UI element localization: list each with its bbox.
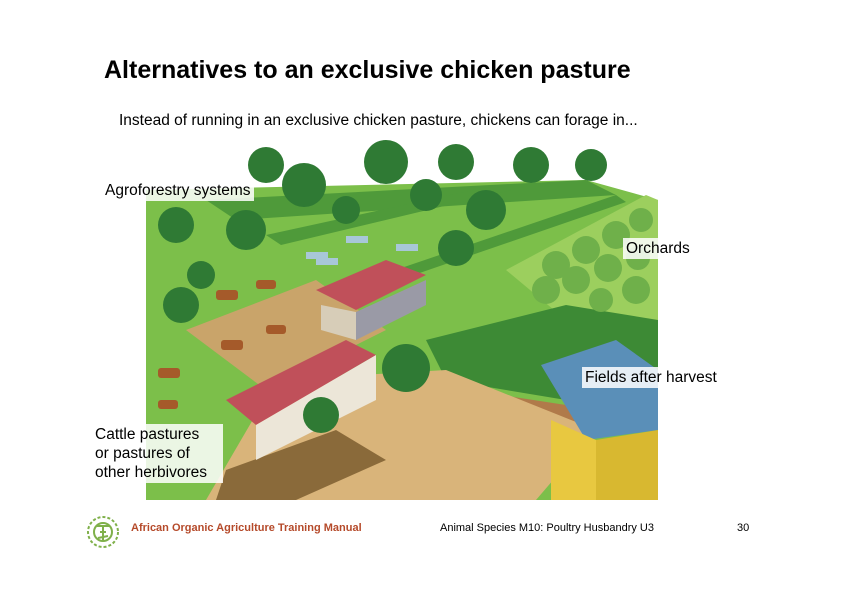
callout-orchards: Orchards (623, 238, 693, 259)
tree-group (158, 140, 607, 433)
callout-agroforestry: Agroforestry systems (102, 180, 254, 201)
callout-cattle-line: or pastures of (95, 445, 190, 462)
farmhouse-roof (541, 340, 658, 440)
callout-cattle-pastures: Cattle pastures or pastures of other her… (92, 424, 223, 483)
callout-cattle-line: Cattle pastures (95, 426, 200, 443)
barn-roof (226, 340, 376, 425)
slide-title: Alternatives to an exclusive chicken pas… (104, 56, 631, 84)
hedge-row (266, 185, 511, 245)
poultry-house-wall (321, 305, 356, 340)
cattle-paddock (186, 280, 386, 390)
footer-module: Animal Species M10: Poultry Husbandry U3 (440, 522, 654, 534)
farmhouse-wall (551, 420, 596, 500)
callout-fields-after-harvest: Fields after harvest (582, 367, 720, 388)
vegetable-garden (216, 430, 386, 500)
footer-manual-title: African Organic Agriculture Training Man… (131, 522, 362, 534)
water-troughs (306, 236, 418, 265)
cattle (158, 280, 286, 409)
farm-illustration (146, 140, 658, 500)
poultry-house-side (356, 280, 426, 340)
hedge-row (366, 195, 626, 288)
poultry-house-roof (316, 260, 426, 310)
farm-drawing (146, 140, 658, 500)
farmhouse-side (596, 430, 658, 500)
callout-cattle-line: other herbivores (95, 464, 208, 481)
page-number: 30 (737, 522, 750, 534)
slide-subtitle: Instead of running in an exclusive chick… (119, 112, 638, 129)
sunflower-logo-icon (84, 513, 122, 551)
